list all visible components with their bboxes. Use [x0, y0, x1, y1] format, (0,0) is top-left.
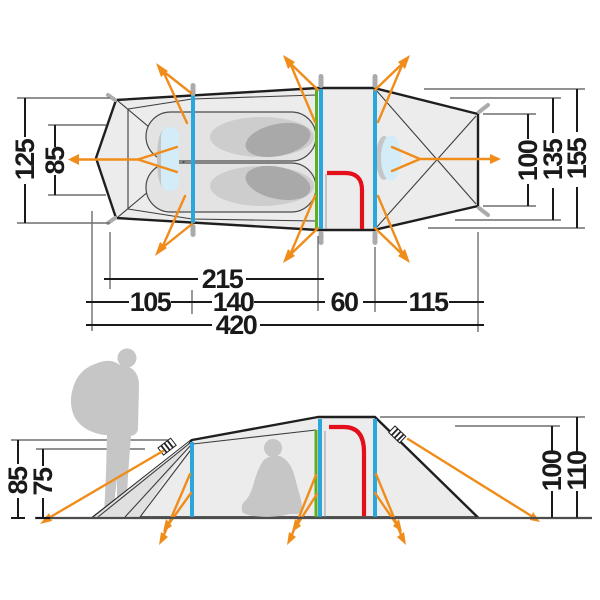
dim-label-420: 420: [216, 310, 257, 340]
dim-label-side-75: 75: [28, 467, 58, 496]
front-vent-window: [157, 127, 179, 191]
dim-label-135: 135: [538, 138, 568, 180]
guy-lines-side: [40, 437, 540, 545]
sleeping-person-silhouette-2: [210, 165, 314, 206]
pole-tips: [190, 74, 378, 245]
vent-flap-rear: [388, 425, 407, 444]
sitting-person-silhouette: [241, 439, 302, 517]
height-extension-lines-left: [11, 439, 170, 450]
dim-label-155: 155: [562, 137, 592, 179]
dim-label-115: 115: [408, 287, 449, 317]
dim-width-inner: 85: [40, 124, 106, 196]
inner-lines-side: [97, 429, 326, 518]
tent-top-view: 125 85 100 135 155 215 105 140 60 115: [10, 55, 592, 340]
dim-label-215: 215: [202, 264, 244, 294]
dim-rear-heights: 100 110: [380, 416, 592, 518]
guy-lines-top: [68, 55, 501, 263]
dim-label-100: 100: [513, 140, 543, 181]
dim-lengths: 215 105 140 60 115 420: [86, 211, 484, 340]
standing-hiker-silhouette: [70, 348, 139, 516]
dim-label-side-110: 110: [562, 451, 592, 491]
sleeping-person-silhouette-1: [210, 117, 314, 158]
dim-label-125: 125: [10, 138, 40, 180]
dim-label-140: 140: [213, 287, 254, 317]
dim-width-outer: 125: [10, 97, 110, 224]
dim-label-side-100: 100: [537, 450, 567, 491]
dim-rear-widths: 100 135 155: [424, 88, 592, 229]
dim-label-60: 60: [330, 287, 358, 317]
dim-front-heights: 85 75: [3, 440, 58, 519]
corner-stake-loops: [106, 93, 490, 225]
tent-side-view: 85 75 100 110: [3, 348, 592, 545]
dim-label-85: 85: [40, 146, 70, 175]
door-zipper-side: [329, 424, 367, 516]
front-vestibule-shade: [93, 441, 190, 518]
dim-label-105: 105: [130, 287, 172, 317]
door-zipper-top: [327, 170, 365, 229]
rear-vent-window: [376, 135, 401, 181]
dim-label-side-85: 85: [3, 466, 33, 495]
